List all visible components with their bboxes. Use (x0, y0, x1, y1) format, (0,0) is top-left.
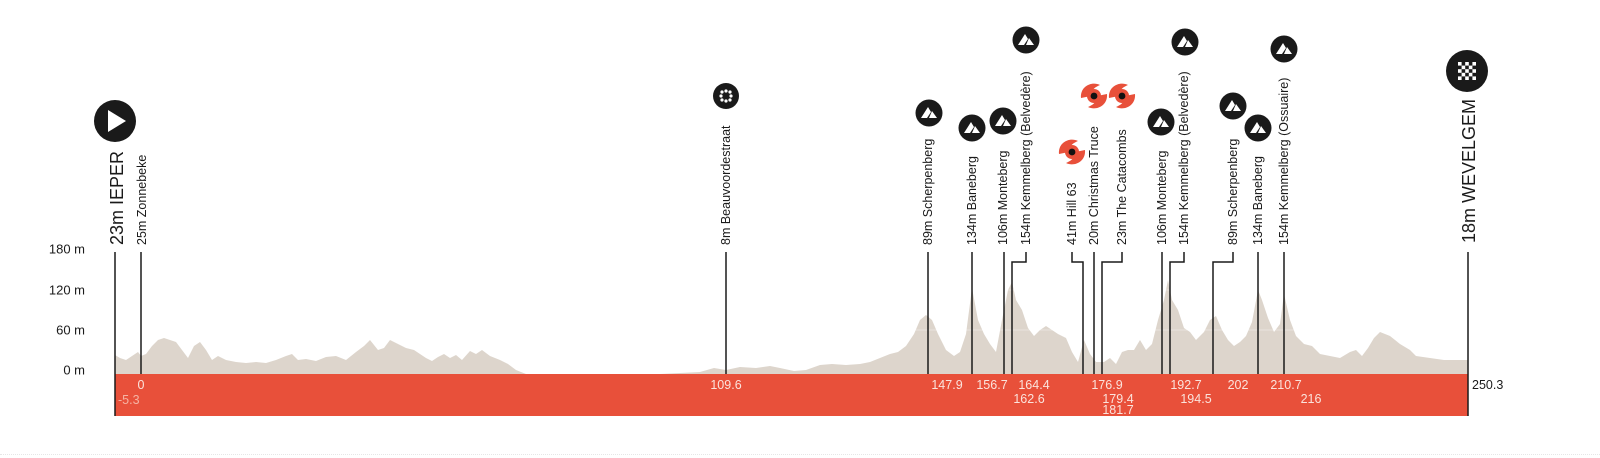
km-label-monteberg-1: 162.6 (1013, 392, 1045, 406)
km-label-scherpenberg-1: 147.9 (931, 378, 963, 392)
y-tick-0: 0 m (63, 362, 85, 378)
climb-icon-kemmelberg-1 (1012, 26, 1040, 54)
point-label-kemmelberg-2: 154m Kemmelberg (Belvedère) (1177, 71, 1191, 245)
km-label-baneberg-1: 156.7 (976, 378, 1008, 392)
km-label-hill-63: 176.9 (1091, 378, 1123, 392)
line-scherpenberg-2 (1212, 252, 1234, 374)
marker-icons (94, 26, 1488, 165)
km-label-monteberg-2: 192.7 (1170, 378, 1202, 392)
elevation-area (115, 280, 1468, 374)
km-label-scherpenberg-2: 202 (1227, 378, 1249, 392)
poppy-icon-catacombs (1108, 83, 1136, 109)
km-label-beauvoordestraat: 109.6 (710, 378, 742, 392)
distance-bar (115, 374, 1468, 416)
km-label-zonnebeke: 0 (137, 378, 145, 392)
line-hill-63 (1071, 252, 1084, 374)
y-tick-60: 60 m (56, 322, 85, 338)
climb-icon-scherpenberg-2 (1219, 92, 1247, 120)
y-tick-180: 180 m (48, 241, 85, 257)
point-label-catacombs: 23m The Catacombs (1115, 129, 1129, 245)
distance-band (115, 374, 1468, 416)
km-label-baneberg-2: 210.7 (1270, 378, 1302, 392)
marker-lines (114, 252, 1469, 416)
point-label-baneberg-2: 134m Baneberg (1251, 156, 1265, 245)
climb-icon-kemmelberg-2 (1171, 28, 1199, 56)
elevation-profile (115, 280, 1468, 374)
finish-label: 18m WEVELGEM (1459, 98, 1479, 243)
climb-icon-monteberg-1 (989, 107, 1017, 135)
km-label-kemmelberg-ossuaire: 216 (1300, 392, 1322, 406)
point-label-christmas-truce: 20m Christmas Truce (1087, 126, 1101, 245)
point-label-monteberg-1: 106m Monteberg (996, 150, 1010, 245)
climb-icon-baneberg-2 (1244, 114, 1272, 142)
poppy-icon-christmas-truce (1080, 83, 1108, 109)
line-catacombs (1101, 252, 1123, 374)
checkered-flag-icon (1446, 50, 1488, 92)
km-label-kemmelberg-1: 164.4 (1018, 378, 1050, 392)
climb-icon-monteberg-2 (1147, 108, 1175, 136)
km-label-finish: 250.3 (1472, 378, 1504, 392)
cobbles-icon (713, 83, 739, 109)
km-label-catacombs: 181.7 (1102, 403, 1134, 417)
climb-icon-baneberg-1 (958, 114, 986, 142)
point-label-kemmelberg-ossuaire: 154m Kemmelberg (Ossuaire) (1277, 77, 1291, 245)
point-label-monteberg-2: 106m Monteberg (1155, 150, 1169, 245)
climb-icon-kemmelberg-ossuaire (1270, 35, 1298, 63)
poppy-icon-hill-63 (1058, 139, 1086, 165)
play-icon (94, 100, 136, 142)
start-label: 23m IEPER (107, 150, 127, 245)
line-kemmelberg-1 (1011, 252, 1027, 374)
point-label-beauvoordestraat: 8m Beauvoordestraat (719, 125, 733, 245)
point-label-baneberg-1: 134m Baneberg (965, 156, 979, 245)
bottom-divider (0, 454, 1600, 455)
point-label-hill-63: 41m Hill 63 (1065, 182, 1079, 245)
km-label-christmas-truce: 179.4 (1102, 392, 1134, 406)
km-label-start: -5.3 (118, 393, 140, 407)
point-label-kemmelberg-1: 154m Kemmelberg (Belvedère) (1019, 71, 1033, 245)
point-label-zonnebeke: 25m Zonnebeke (135, 154, 149, 245)
km-label-kemmelberg-2: 194.5 (1180, 392, 1212, 406)
line-kemmelberg-2 (1169, 252, 1185, 374)
climb-icon-scherpenberg-1 (915, 99, 943, 127)
y-tick-120: 120 m (48, 282, 85, 298)
point-label-scherpenberg-2: 89m Scherpenberg (1226, 138, 1240, 245)
point-label-scherpenberg-1: 89m Scherpenberg (921, 138, 935, 245)
